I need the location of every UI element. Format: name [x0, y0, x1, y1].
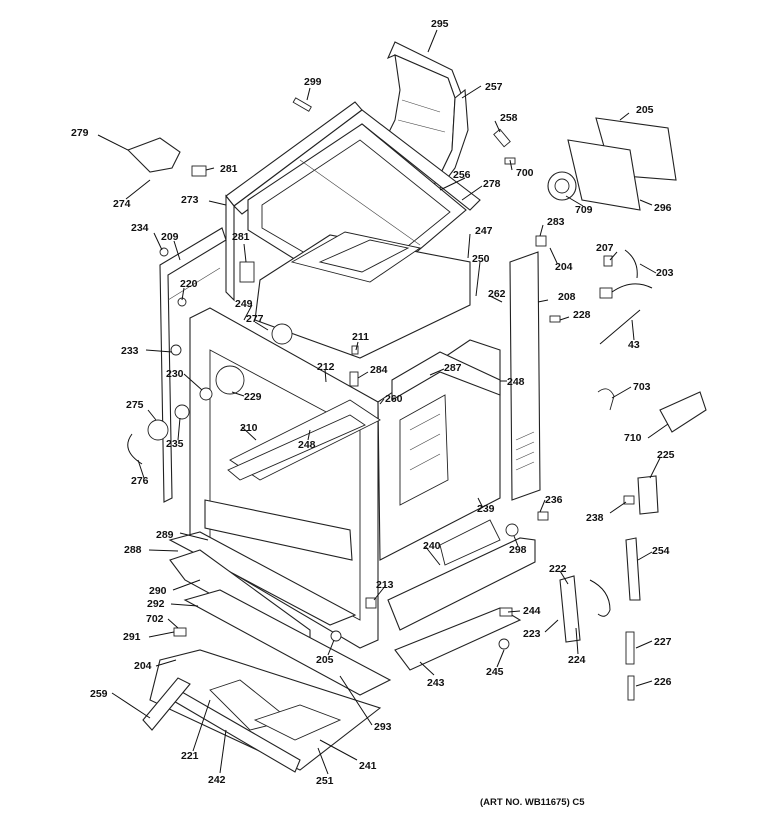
part-label-281b: 281 — [232, 231, 250, 243]
part-label-241: 241 — [359, 760, 377, 772]
part-label-43: 43 — [628, 339, 640, 351]
part-label-274: 274 — [113, 198, 131, 210]
part-label-700: 700 — [516, 167, 534, 179]
part-label-204b: 204 — [134, 660, 152, 672]
part-label-291: 291 — [123, 631, 141, 643]
part-label-222: 222 — [549, 563, 567, 575]
part-label-235: 235 — [166, 438, 184, 450]
part-label-293: 293 — [374, 721, 392, 733]
part-label-243: 243 — [427, 677, 445, 689]
part-label-213: 213 — [376, 579, 394, 591]
burner-box-part — [254, 231, 471, 359]
part-label-204: 204 — [555, 261, 573, 273]
part-label-284: 284 — [370, 364, 388, 376]
part-label-248b: 248 — [298, 439, 316, 451]
part-label-277: 277 — [246, 313, 264, 325]
part-label-211: 211 — [352, 331, 369, 343]
part-label-208: 208 — [558, 291, 576, 303]
part-label-281: 281 — [220, 163, 238, 175]
part-label-292: 292 — [147, 598, 165, 610]
part-label-221: 221 — [181, 750, 199, 762]
part-label-256: 256 — [453, 169, 471, 181]
part-label-273: 273 — [181, 194, 199, 206]
part-label-709: 709 — [575, 204, 593, 216]
part-label-248: 248 — [507, 376, 525, 388]
part-label-207: 207 — [596, 242, 614, 254]
art-number-caption: (ART NO. WB11675) C5 — [480, 797, 585, 808]
part-drawings — [127, 41, 707, 773]
part-label-236: 236 — [545, 494, 563, 506]
part-label-262: 262 — [488, 288, 506, 300]
part-label-225: 225 — [657, 449, 675, 461]
part-label-247: 247 — [475, 225, 493, 237]
part-label-212: 212 — [317, 361, 335, 373]
broiler-drawer-part — [142, 531, 392, 773]
leader-lines — [97, 29, 669, 775]
part-number-labels: 295 299 257 258 205 279 281 274 700 256 … — [71, 18, 675, 787]
part-label-239: 239 — [477, 503, 495, 515]
part-label-289: 289 — [156, 529, 174, 541]
part-label-223: 223 — [523, 628, 541, 640]
part-label-226: 226 — [654, 676, 672, 688]
part-label-205: 205 — [636, 104, 654, 116]
part-label-233: 233 — [121, 345, 139, 357]
part-label-205b: 205 — [316, 654, 334, 666]
part-label-287: 287 — [444, 362, 462, 374]
part-label-251: 251 — [316, 775, 334, 787]
part-label-244: 244 — [523, 605, 541, 617]
part-label-209: 209 — [161, 231, 179, 243]
small-components — [127, 97, 707, 701]
part-label-228: 228 — [573, 309, 591, 321]
part-label-288: 288 — [124, 544, 142, 556]
part-label-220: 220 — [180, 278, 198, 290]
part-label-245: 245 — [486, 666, 504, 678]
part-label-257: 257 — [485, 81, 503, 93]
part-label-295: 295 — [431, 18, 449, 30]
part-label-203: 203 — [656, 267, 674, 279]
part-label-260: 260 — [385, 393, 403, 405]
lower-right-bracket-part — [387, 519, 536, 671]
part-label-242: 242 — [208, 774, 226, 786]
part-label-276: 276 — [131, 475, 149, 487]
left-side-panel-part — [159, 227, 227, 503]
part-label-249: 249 — [235, 298, 253, 310]
part-label-279: 279 — [71, 127, 89, 139]
part-label-296: 296 — [654, 202, 672, 214]
right-side-panel-part — [509, 251, 541, 501]
part-label-238: 238 — [586, 512, 604, 524]
part-label-703: 703 — [633, 381, 651, 393]
part-label-240: 240 — [423, 540, 441, 552]
part-label-710: 710 — [624, 432, 642, 444]
part-label-283: 283 — [547, 216, 565, 228]
part-label-230: 230 — [166, 368, 184, 380]
part-label-227: 227 — [654, 636, 672, 648]
part-label-259: 259 — [90, 688, 108, 700]
part-label-254: 254 — [652, 545, 670, 557]
part-label-210: 210 — [240, 422, 258, 434]
part-label-702: 702 — [146, 613, 164, 625]
part-label-250: 250 — [472, 253, 490, 265]
part-label-299: 299 — [304, 76, 322, 88]
part-label-258: 258 — [500, 112, 518, 124]
part-label-278: 278 — [483, 178, 501, 190]
part-label-290: 290 — [149, 585, 167, 597]
rear-panel-parts — [547, 117, 677, 211]
part-label-298: 298 — [509, 544, 527, 556]
part-label-234: 234 — [131, 222, 149, 234]
part-label-229: 229 — [244, 391, 262, 403]
part-label-224: 224 — [568, 654, 586, 666]
part-label-275: 275 — [126, 399, 144, 411]
